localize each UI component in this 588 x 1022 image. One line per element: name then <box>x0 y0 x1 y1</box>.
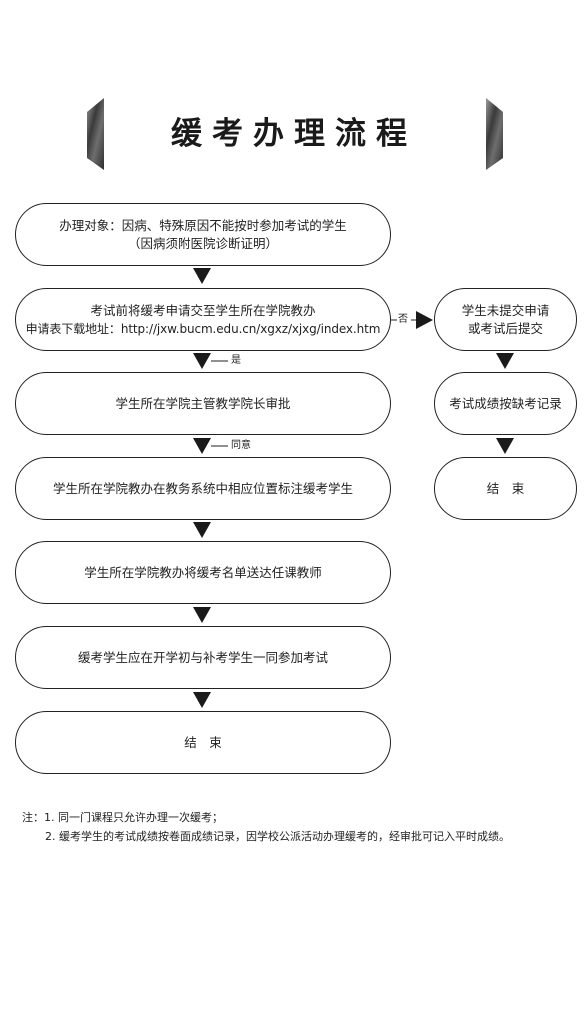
side-absent-record-label: 考试成绩按缺考记录 <box>449 395 562 411</box>
step-send-list-label: 学生所在学院教办将缓考名单送达任课教师 <box>84 564 322 580</box>
step-mark-system-label: 学生所在学院教办在教务系统中相应位置标注缓考学生 <box>52 480 353 496</box>
step-end-main-label: 结 束 <box>184 734 222 750</box>
side-absent-record: 考试成绩按缺考记录 <box>434 372 577 435</box>
arrow-right-branch <box>416 311 433 329</box>
arrow-down-side-1 <box>496 353 514 369</box>
note-2: 2. 缓考学生的考试成绩按卷面成绩记录，因学校公派活动办理缓考的，经审批可记入平… <box>45 830 510 843</box>
notes: 注：1. 同一门课程只允许办理一次缓考； 2. 缓考学生的考试成绩按卷面成绩记录… <box>22 808 582 846</box>
arrow-down-5 <box>193 607 211 623</box>
label-no: 否 <box>398 314 408 325</box>
side-end: 结 束 <box>434 457 577 520</box>
title-decor-left <box>87 98 104 170</box>
side-no-application-line-1: 学生未提交申请 <box>461 302 550 318</box>
title-decor-right <box>486 98 503 170</box>
step-approval: 学生所在学院主管教学院长审批 <box>15 372 391 435</box>
step-target-line-1: 办理对象：因病、特殊原因不能按时参加考试的学生 <box>59 217 347 233</box>
step-submit-line-1: 考试前将缓考申请交至学生所在学院教办 <box>90 302 316 318</box>
page-title: 缓考办理流程 <box>171 116 417 152</box>
side-end-label: 结 束 <box>486 480 525 496</box>
step-retake-exam-label: 缓考学生应在开学初与补考学生一同参加考试 <box>77 649 328 665</box>
arrow-down-side-2 <box>496 438 514 454</box>
note-1: 注：1. 同一门课程只允许办理一次缓考； <box>22 811 223 824</box>
step-mark-system: 学生所在学院教办在教务系统中相应位置标注缓考学生 <box>15 457 391 520</box>
step-target-line-2: （因病须附医院诊断证明） <box>127 235 278 251</box>
arrow-down-4 <box>193 522 211 538</box>
arrow-down-3 <box>193 438 211 454</box>
arrow-down-2 <box>193 353 211 369</box>
step-target: 办理对象：因病、特殊原因不能按时参加考试的学生 （因病须附医院诊断证明） <box>15 203 391 266</box>
download-url[interactable]: 申请表下载地址：http://jxw.bucm.edu.cn/xgxz/xjxg… <box>25 321 381 336</box>
arrow-down-6 <box>193 692 211 708</box>
arrow-down-1 <box>193 268 211 284</box>
side-no-application-line-2: 或考试后提交 <box>467 320 543 336</box>
step-retake-exam: 缓考学生应在开学初与补考学生一同参加考试 <box>15 626 391 689</box>
label-yes: 是 <box>231 355 241 366</box>
step-submit: 考试前将缓考申请交至学生所在学院教办 申请表下载地址：http://jxw.bu… <box>15 288 391 351</box>
step-approval-label: 学生所在学院主管教学院长审批 <box>115 395 291 411</box>
step-end-main: 结 束 <box>15 711 391 774</box>
side-no-application: 学生未提交申请 或考试后提交 <box>434 288 577 351</box>
step-send-list: 学生所在学院教办将缓考名单送达任课教师 <box>15 541 391 604</box>
label-agree: 同意 <box>231 440 251 451</box>
